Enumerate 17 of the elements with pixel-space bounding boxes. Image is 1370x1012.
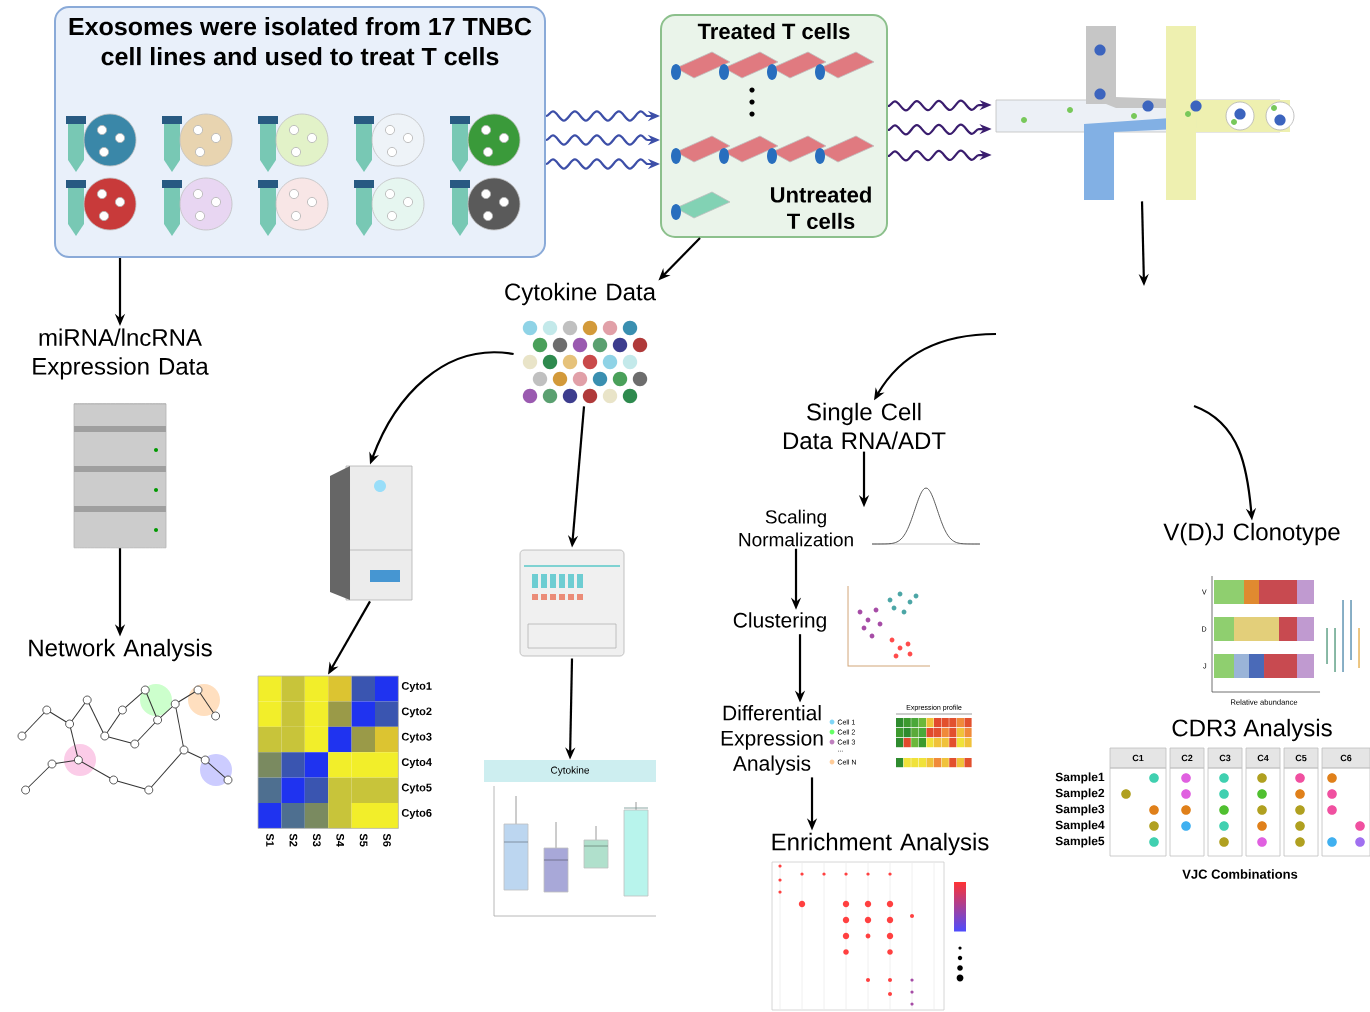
microfluidic-chip-drawing: [995, 26, 1295, 200]
step-label: miRNA/lncRNA Expression Data: [33, 328, 209, 380]
step-label: V(D)J Clonotype: [1163, 522, 1340, 546]
heatmap-drawing: [257, 675, 399, 829]
step-label: Single Cell Data RNA/ADT: [783, 402, 946, 450]
boxplot-drawing: [484, 760, 657, 917]
step-label: Cytokine Data: [505, 282, 656, 306]
step-label: Network Analysis: [29, 638, 212, 662]
step-label: Clustering: [733, 612, 826, 632]
step-label: Differential Expression Analysis: [721, 705, 823, 775]
bead-cluster-drawing: [522, 320, 648, 404]
step-label: Scaling Normalization: [739, 509, 853, 547]
database-drawing: [73, 403, 167, 549]
analyzer-drawing: [330, 465, 413, 601]
step-label: Enrichment Analysis: [772, 832, 989, 856]
section-heading: CDR3 Analysis: [1172, 718, 1332, 742]
analyzer-drawing: [519, 549, 625, 657]
